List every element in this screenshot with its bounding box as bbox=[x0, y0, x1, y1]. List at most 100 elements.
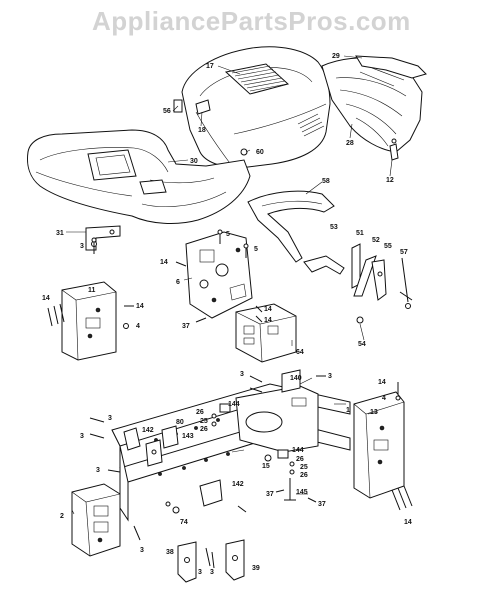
spacer-part-15[interactable] bbox=[264, 454, 272, 462]
rear-plate-part-13[interactable] bbox=[353, 391, 405, 499]
callout-14-e: 14 bbox=[264, 317, 272, 324]
hardware-screws[interactable] bbox=[89, 229, 413, 569]
callout-3-c: 3 bbox=[328, 373, 332, 380]
callout-26-d: 26 bbox=[300, 472, 308, 479]
control-housing-part-64[interactable] bbox=[235, 303, 297, 363]
callout-26-c: 26 bbox=[296, 456, 304, 463]
callout-2: 2 bbox=[60, 513, 64, 520]
callout-3-h: 3 bbox=[198, 569, 202, 576]
callout-3-a: 3 bbox=[80, 243, 84, 250]
callout-74: 74 bbox=[180, 519, 188, 526]
callout-labels: 17 29 56 18 28 60 30 12 58 31 3 5 5 53 5… bbox=[42, 53, 412, 576]
callout-14-b: 14 bbox=[42, 295, 50, 302]
watermark: AppliancePartsPros.com bbox=[92, 6, 411, 36]
callout-39: 39 bbox=[252, 565, 260, 572]
callout-14-g: 14 bbox=[404, 519, 412, 526]
callout-6: 6 bbox=[176, 279, 180, 286]
washer-part-54[interactable] bbox=[356, 316, 364, 324]
callout-30: 30 bbox=[190, 158, 198, 165]
callout-12: 12 bbox=[386, 177, 394, 184]
callout-144-b: 144 bbox=[292, 447, 304, 454]
callout-1: 1 bbox=[346, 407, 350, 414]
callout-25-a: 25 bbox=[200, 418, 208, 425]
callout-144-a: 144 bbox=[228, 401, 240, 408]
callout-52: 52 bbox=[372, 237, 380, 244]
spring-part-57[interactable] bbox=[401, 257, 411, 309]
latch-part-12[interactable] bbox=[389, 138, 399, 161]
hood-grille bbox=[224, 63, 290, 95]
front-grille-part[interactable] bbox=[321, 57, 423, 153]
callout-60: 60 bbox=[256, 149, 264, 156]
callout-29: 29 bbox=[332, 53, 340, 60]
grille-top-trim-part[interactable] bbox=[355, 55, 427, 79]
callout-142-b: 142 bbox=[232, 481, 244, 488]
callout-55: 55 bbox=[384, 243, 392, 250]
frame-bracket-part-140[interactable] bbox=[281, 369, 301, 393]
callout-3-b: 3 bbox=[240, 371, 244, 378]
bracket-part-38[interactable] bbox=[177, 541, 197, 583]
bracket-part-144-lower[interactable] bbox=[277, 449, 289, 459]
callout-56: 56 bbox=[163, 108, 171, 115]
callout-5-b: 5 bbox=[254, 246, 258, 253]
callout-11: 11 bbox=[88, 287, 96, 294]
callout-58: 58 bbox=[322, 178, 330, 185]
callout-53: 53 bbox=[330, 224, 338, 231]
callout-15: 15 bbox=[262, 463, 270, 470]
callout-3-d: 3 bbox=[108, 415, 112, 422]
callout-14-a: 14 bbox=[160, 259, 168, 266]
callout-37-a: 37 bbox=[182, 323, 190, 330]
callout-80: 80 bbox=[176, 419, 184, 426]
pin-part-145[interactable] bbox=[284, 478, 296, 501]
callout-38: 38 bbox=[166, 549, 174, 556]
dash-panel-part-6[interactable] bbox=[185, 231, 253, 319]
linkage-part-52[interactable] bbox=[353, 255, 377, 297]
bracket-part-80[interactable] bbox=[145, 439, 163, 467]
front-plate-part-2[interactable] bbox=[71, 483, 121, 557]
callout-3-e: 3 bbox=[80, 433, 84, 440]
callout-25-b: 25 bbox=[300, 464, 308, 471]
callout-54: 54 bbox=[358, 341, 366, 348]
callout-17: 17 bbox=[206, 63, 214, 70]
callout-4-a: 4 bbox=[136, 323, 140, 330]
callout-14-f: 14 bbox=[378, 379, 386, 386]
callout-31: 31 bbox=[56, 230, 64, 237]
callout-142-a: 142 bbox=[142, 427, 154, 434]
callout-26-b: 26 bbox=[200, 426, 208, 433]
linkage-part-55[interactable] bbox=[371, 259, 387, 301]
bracket-part-144-upper[interactable] bbox=[219, 403, 231, 413]
bolt-set-14-right[interactable] bbox=[391, 485, 413, 511]
bracket-part-142-lower[interactable] bbox=[199, 479, 223, 507]
fender-deck-part[interactable] bbox=[27, 129, 251, 224]
callout-5-a: 5 bbox=[226, 231, 230, 238]
heat-shield-part-58[interactable] bbox=[247, 190, 335, 263]
callout-13: 13 bbox=[370, 409, 378, 416]
callout-57: 57 bbox=[400, 249, 408, 256]
linkage-part-53[interactable] bbox=[303, 255, 345, 275]
grommet-part-60[interactable] bbox=[240, 148, 248, 156]
callout-14-c: 14 bbox=[136, 303, 144, 310]
callout-3-g: 3 bbox=[140, 547, 144, 554]
callout-37-b: 37 bbox=[266, 491, 274, 498]
callout-51: 51 bbox=[356, 230, 364, 237]
callout-145: 145 bbox=[296, 489, 308, 496]
callout-28: 28 bbox=[346, 140, 354, 147]
callout-26-a: 26 bbox=[196, 409, 204, 416]
bracket-part-39[interactable] bbox=[225, 539, 245, 581]
callout-143: 143 bbox=[182, 433, 194, 440]
spacer-part-74[interactable] bbox=[165, 501, 180, 514]
hood-bracket-part-18[interactable] bbox=[195, 99, 211, 115]
side-panel-part-11[interactable] bbox=[61, 281, 117, 361]
callout-14-d: 14 bbox=[264, 306, 272, 313]
bracket-part-142-upper[interactable] bbox=[123, 427, 141, 451]
leader-lines bbox=[66, 55, 393, 515]
callout-64: 64 bbox=[296, 349, 304, 356]
bracket-part-31[interactable] bbox=[85, 225, 121, 251]
callout-37-c: 37 bbox=[318, 501, 326, 508]
main-frame-part-1[interactable] bbox=[111, 383, 351, 522]
bolt-set-14-left[interactable] bbox=[47, 303, 65, 327]
callout-3-f: 3 bbox=[96, 467, 100, 474]
callout-4-b: 4 bbox=[382, 395, 386, 402]
bracket-part-143[interactable] bbox=[161, 425, 179, 449]
